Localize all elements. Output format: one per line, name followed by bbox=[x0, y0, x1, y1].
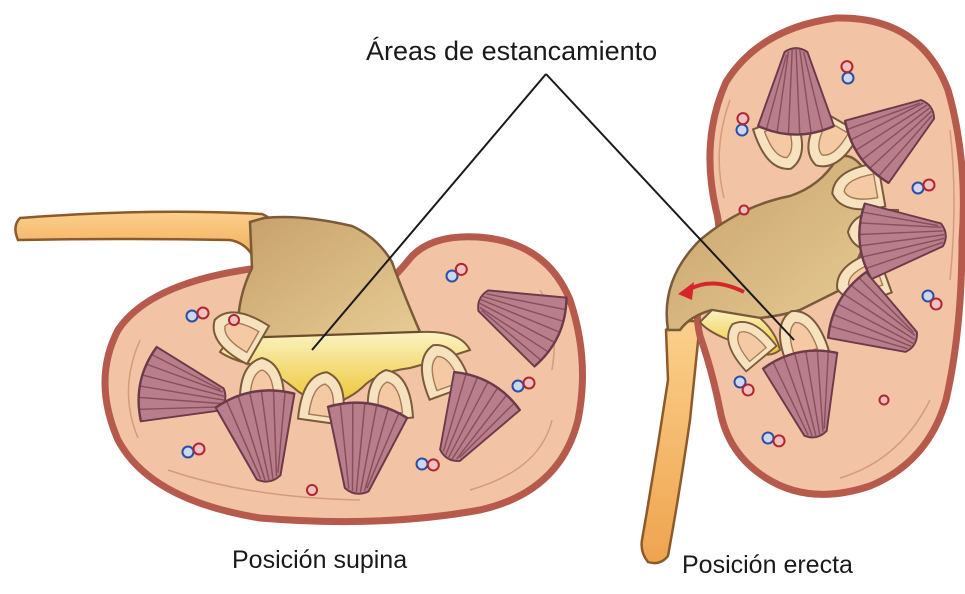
erect-ureter bbox=[642, 321, 700, 563]
supine-kidney bbox=[15, 212, 582, 522]
erect-caption: Posición erecta bbox=[682, 553, 853, 578]
supine-ureter bbox=[15, 212, 288, 270]
supine-caption: Posición supina bbox=[232, 548, 407, 573]
erect-kidney bbox=[642, 18, 964, 563]
callout-label: Áreas de estancamiento bbox=[366, 38, 657, 65]
supine-renal-pelvis bbox=[238, 217, 420, 338]
